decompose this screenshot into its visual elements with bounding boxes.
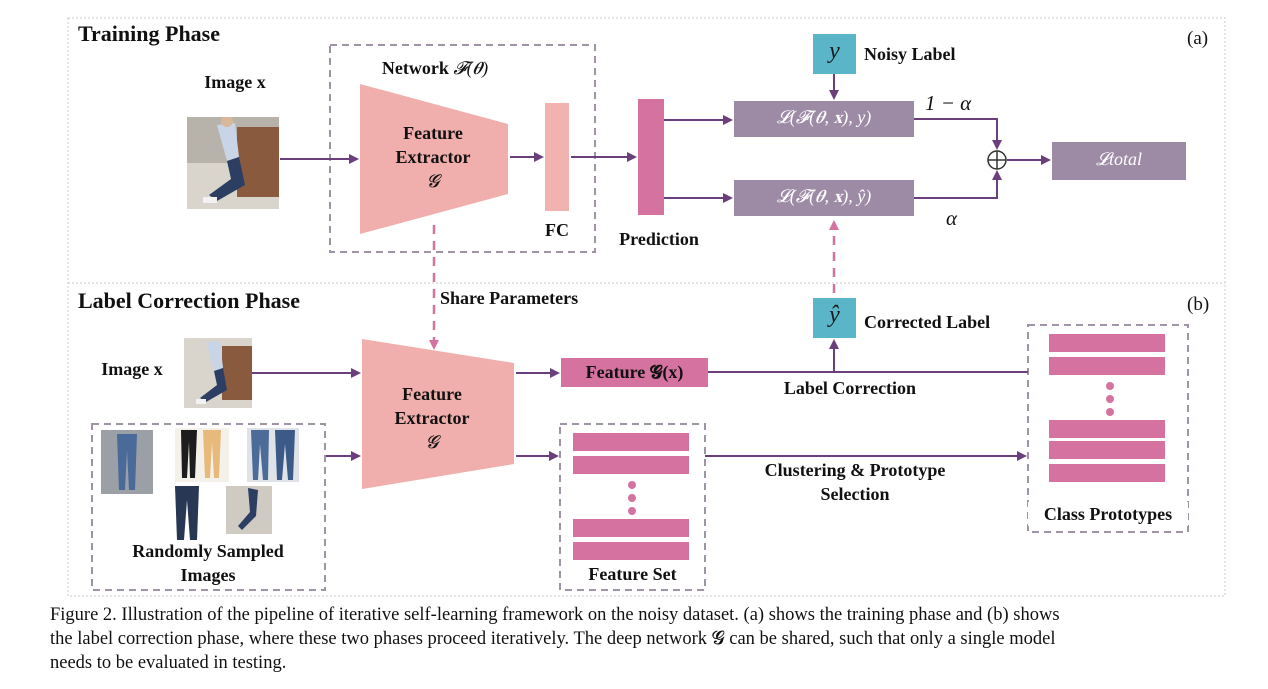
input-image-a <box>187 117 279 209</box>
loss-total-box <box>1052 142 1186 180</box>
corrected-label-text: Corrected Label <box>864 312 991 332</box>
arrow-loss-corrected-to-sum <box>914 170 1002 199</box>
figure-caption: Figure 2. Illustration of the pipeline o… <box>50 603 1230 675</box>
sample-image-3 <box>247 428 299 482</box>
arrow-loss-noisy-to-sum <box>914 118 1002 150</box>
image-x-label-a: Image x <box>204 72 266 92</box>
label-correction-text: Label Correction <box>783 378 917 398</box>
prediction-label: Prediction <box>619 229 699 249</box>
loss-noisy-box <box>734 101 914 137</box>
network-text: Network <box>381 58 449 78</box>
feature-set-dashed-box <box>559 423 706 591</box>
clustering-text: Clustering & Prototype Selection <box>730 458 980 506</box>
corrected-label-symbol: ŷ <box>829 302 840 328</box>
feature-extractor-trapezoid-a <box>360 84 508 234</box>
clustering-line1: Clustering & Prototype <box>764 460 946 480</box>
sum-node <box>987 150 1007 170</box>
noisy-label-text: Noisy Label <box>864 44 956 64</box>
correction-phase-tag: (b) <box>1187 294 1210 315</box>
network-label: Network 𝓕(𝜽) <box>355 56 515 80</box>
fc-label: FC <box>545 220 569 240</box>
loss-total-text: 𝓛total <box>1095 149 1143 169</box>
correction-phase-title: Label Correction Phase <box>78 288 301 313</box>
fe-a-line2: Extractor <box>395 147 471 167</box>
noisy-label-box <box>813 34 856 74</box>
weight-one-minus-alpha: 1 − α <box>925 91 972 115</box>
sample-image-5 <box>226 486 272 534</box>
random-images-label: Randomly Sampled Images <box>100 539 316 587</box>
outer-frame <box>67 17 1226 597</box>
class-prototypes-dashed-box <box>1027 324 1189 533</box>
caption-line2: the label correction phase, where these … <box>50 629 1056 649</box>
class-prototype-bars <box>1049 334 1165 482</box>
prediction-bar <box>638 99 664 215</box>
sample-image-4 <box>171 486 203 540</box>
input-image-b <box>184 338 252 408</box>
class-prototypes-label: Class Prototypes <box>1028 502 1188 526</box>
fe-b-line2: Extractor <box>394 408 470 428</box>
fe-b-line3: 𝓖 <box>425 432 439 452</box>
clustering-line2: Selection <box>820 484 890 504</box>
fe-b-line1: Feature <box>402 384 462 404</box>
share-parameters-label: Share Parameters <box>440 288 579 308</box>
random-images-dashed-box <box>91 423 326 591</box>
feature-set-label: Feature Set <box>588 564 677 584</box>
network-dashed-box <box>329 44 596 253</box>
random-images-line2: Images <box>180 565 236 585</box>
sample-image-2 <box>175 428 229 482</box>
image-x-label-b: Image x <box>101 359 163 379</box>
feature-gx-text: Feature 𝓖(x) <box>585 362 684 382</box>
training-phase-title: Training Phase <box>78 21 221 46</box>
corrected-label-box <box>813 298 856 338</box>
loss-corrected-box <box>734 180 914 216</box>
fc-layer <box>545 103 569 211</box>
feature-set-bars <box>573 433 689 560</box>
training-phase-tag: (a) <box>1187 28 1209 49</box>
feature-extractor-trapezoid-b <box>362 339 514 489</box>
weight-alpha: α <box>946 206 958 230</box>
loss-noisy-text: 𝓛(𝓕(𝜽, 𝐱), y) <box>776 107 872 127</box>
feature-extractor-label-a: Feature Extractor 𝓖 <box>378 121 488 193</box>
feature-gx-box <box>561 358 708 387</box>
fe-a-line3: 𝓖 <box>426 171 440 191</box>
random-images-line1: Randomly Sampled <box>132 541 284 561</box>
feature-extractor-label-b: Feature Extractor 𝓖 <box>377 382 487 454</box>
caption-line3: needs to be evaluated in testing. <box>50 653 287 673</box>
diagram-canvas <box>67 17 1226 597</box>
network-math: 𝓕(𝜽) <box>453 58 489 78</box>
fe-a-line1: Feature <box>403 123 463 143</box>
loss-corrected-text: 𝓛(𝓕(𝜽, 𝐱), ŷ) <box>776 186 872 206</box>
noisy-label-symbol: y <box>829 38 840 64</box>
caption-line1: Figure 2. Illustration of the pipeline o… <box>50 605 1060 625</box>
sample-image-1 <box>101 430 153 494</box>
